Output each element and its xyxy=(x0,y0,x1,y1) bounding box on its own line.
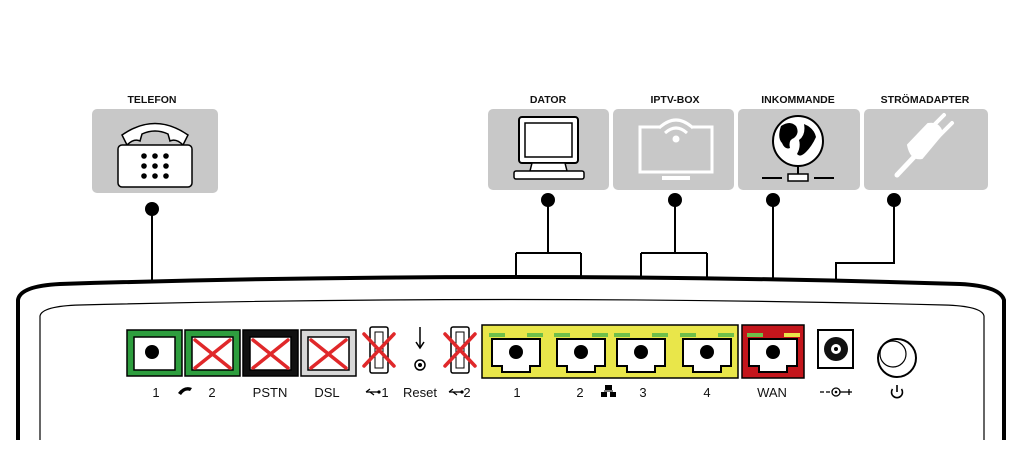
lan-port-4[interactable] xyxy=(680,333,734,373)
lan-port-2[interactable] xyxy=(554,333,608,373)
phone-port-2[interactable] xyxy=(184,329,241,377)
label-dator: DATOR xyxy=(530,94,567,106)
label-stromadapter: STRÖMADAPTER xyxy=(881,93,970,106)
port-label-pstn: PSTN xyxy=(253,385,288,400)
wan-port[interactable] xyxy=(741,324,805,379)
port-label-usb1: 1 xyxy=(381,385,388,400)
port-label-wan: WAN xyxy=(757,385,787,400)
pstn-port[interactable] xyxy=(242,329,299,377)
reset-button[interactable] xyxy=(414,327,426,371)
port-label-lan1: 1 xyxy=(513,385,520,400)
phone-handset-icon xyxy=(178,387,192,395)
label-inkommande: INKOMMANDE xyxy=(761,94,835,106)
usb-port-2[interactable] xyxy=(443,326,477,374)
computer-icon xyxy=(488,109,609,190)
phone-icon xyxy=(92,109,218,193)
port-label-lan4: 4 xyxy=(703,385,710,400)
globe-icon xyxy=(738,109,860,190)
port-label-reset: Reset xyxy=(403,385,437,400)
dsl-port[interactable] xyxy=(300,329,357,377)
connection-dots xyxy=(145,193,901,216)
phone-port-1[interactable] xyxy=(126,329,183,377)
power-icon xyxy=(890,385,904,399)
power-button[interactable] xyxy=(877,338,917,378)
power-jack[interactable] xyxy=(817,329,854,369)
lan-port-1[interactable] xyxy=(489,333,543,373)
tv-wifi-icon xyxy=(613,109,734,190)
usb-icon xyxy=(448,388,464,396)
plug-icon xyxy=(864,109,988,190)
port-label-phone1: 1 xyxy=(152,385,159,400)
usb-port-1[interactable] xyxy=(362,326,396,374)
dc-polarity-icon xyxy=(820,387,852,397)
usb-icon xyxy=(365,388,381,396)
port-label-phone2: 2 xyxy=(208,385,215,400)
port-label-lan3: 3 xyxy=(639,385,646,400)
port-label-lan2: 2 xyxy=(576,385,583,400)
label-iptv: IPTV-BOX xyxy=(650,94,699,106)
port-label-dsl: DSL xyxy=(314,385,339,400)
label-telefon: TELEFON xyxy=(128,94,177,106)
port-label-usb2: 2 xyxy=(463,385,470,400)
network-icon xyxy=(601,385,616,397)
lan-port-3[interactable] xyxy=(614,333,668,373)
